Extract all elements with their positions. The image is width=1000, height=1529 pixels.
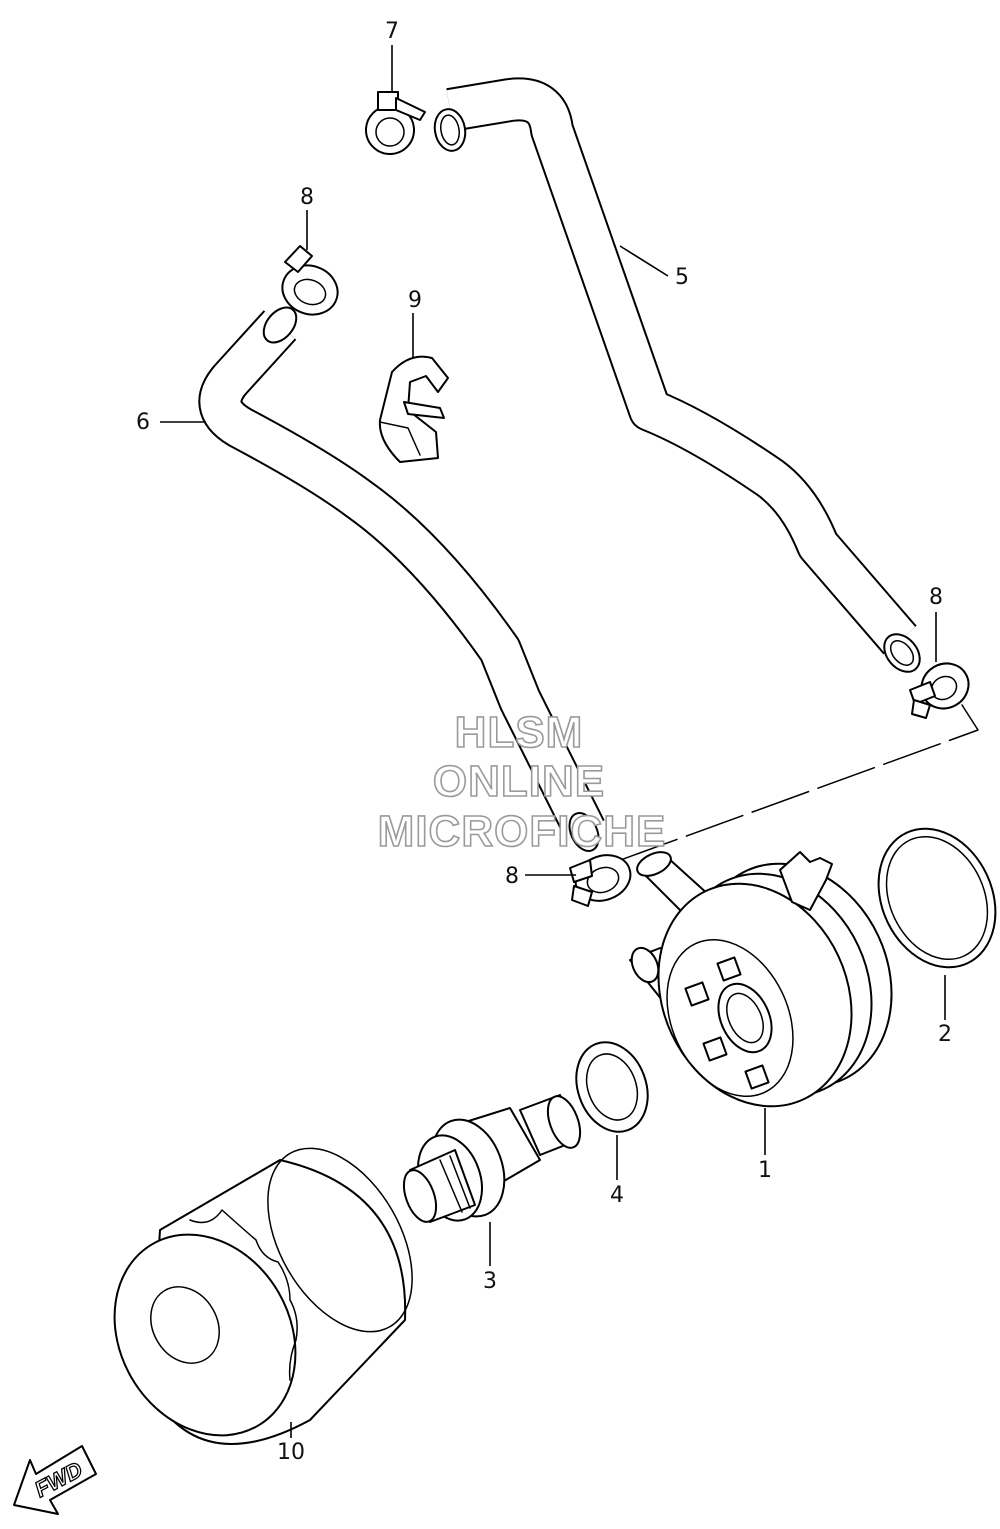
oil-cooler-1[interactable] — [623, 832, 927, 1138]
callout-8-mid: 8 — [505, 864, 519, 889]
bracket-clip-9[interactable] — [378, 355, 449, 463]
callout-2: 2 — [938, 1022, 952, 1047]
callout-3: 3 — [483, 1269, 497, 1294]
watermark-line-2: ONLINE — [433, 757, 605, 806]
o-ring-2[interactable] — [857, 810, 1000, 987]
clamp-8-top[interactable] — [275, 245, 344, 322]
hose-5[interactable] — [432, 77, 927, 678]
watermark: HLSM ONLINE MICROFICHE — [377, 707, 667, 857]
leader-lines — [160, 45, 946, 1438]
fwd-direction-arrow: FWD — [13, 1445, 97, 1515]
hose-6[interactable] — [198, 301, 605, 855]
oil-filter-10[interactable] — [79, 1123, 442, 1468]
watermark-line-3: MICROFICHE — [378, 807, 667, 856]
callout-8-top: 8 — [300, 185, 314, 210]
clamp-8-right[interactable] — [909, 655, 977, 719]
callout-5: 5 — [675, 265, 689, 290]
callout-6: 6 — [136, 410, 150, 435]
callout-9: 9 — [408, 288, 422, 313]
clamp-7[interactable] — [365, 91, 426, 155]
callout-7: 7 — [385, 19, 399, 44]
watermark-line-1: HLSM — [455, 708, 584, 757]
callout-8-right: 8 — [929, 585, 943, 610]
callout-4: 4 — [610, 1183, 624, 1208]
arrow-down-left-icon — [13, 1445, 97, 1515]
clamp-8-mid[interactable] — [569, 848, 637, 908]
assembly-guide-line — [614, 704, 979, 863]
washer-4[interactable] — [564, 1032, 659, 1142]
union-bolt-3[interactable] — [398, 1092, 587, 1230]
callout-1: 1 — [758, 1158, 772, 1183]
callout-10: 10 — [277, 1440, 305, 1465]
